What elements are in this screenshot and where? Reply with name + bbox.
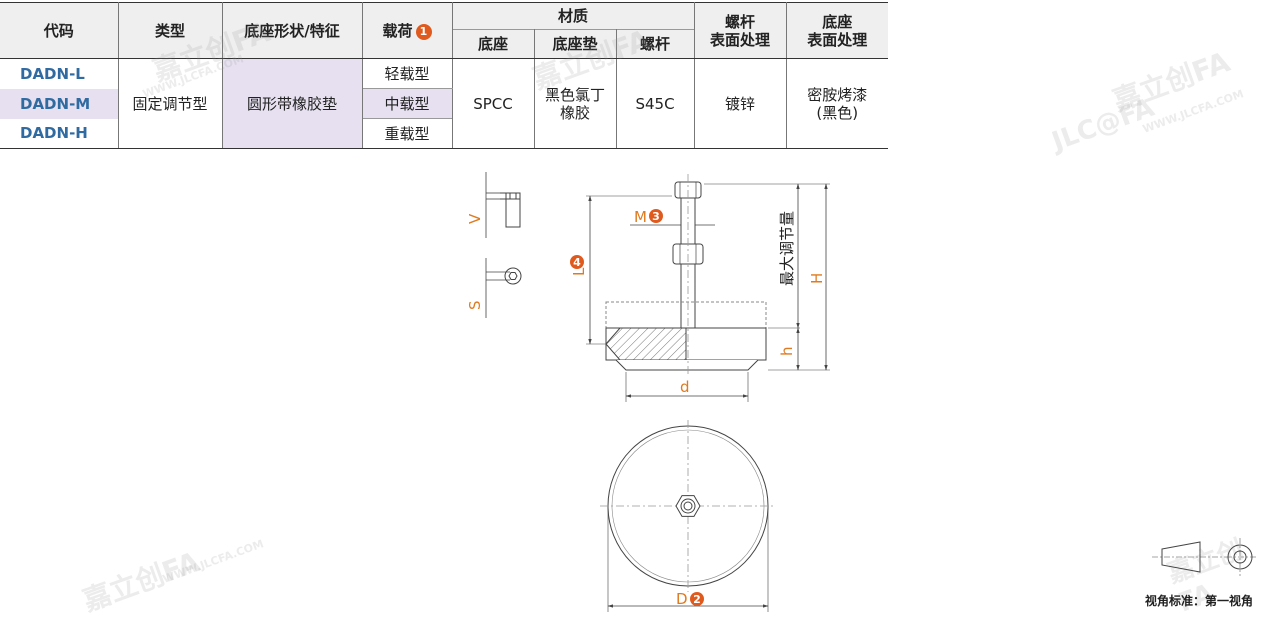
note-badge-3: 3 xyxy=(652,210,660,223)
label-m: M xyxy=(634,208,647,226)
header-bolt-surface-l1: 螺杆 xyxy=(725,12,756,31)
label-h-total: H xyxy=(808,273,826,284)
base-surface-cell: 密胺烤漆(黑色) xyxy=(785,58,889,149)
plan-view: D 2 xyxy=(600,420,776,612)
table-header-row-2: 底座 底座垫 螺杆 xyxy=(0,29,888,59)
table-row: DADN-L 固定调节型 圆形带橡胶垫 轻载型 SPCC 黑色氯丁橡胶 S45C… xyxy=(0,58,889,149)
material-pad-cell: 黑色氯丁橡胶 xyxy=(533,58,617,149)
load-cell: 中载型 xyxy=(361,88,452,119)
header-load-label: 载荷 xyxy=(382,21,413,40)
label-s: S xyxy=(466,300,484,310)
side-view: M 3 L 4 d 最大调节量 h H xyxy=(570,174,830,402)
material-pad-l1: 黑色氯丁 xyxy=(544,85,605,104)
type-cell: 固定调节型 xyxy=(117,58,223,149)
bolt-surface-cell: 镀锌 xyxy=(693,58,787,149)
table-row: DADN-M 中载型 xyxy=(0,88,888,119)
label-d-large: D xyxy=(676,590,688,608)
load-cell: 重载型 xyxy=(361,118,452,149)
label-max-adjust: 最大调节量 xyxy=(778,211,796,286)
note-badge-2: 2 xyxy=(693,593,701,606)
header-bolt-surface: 螺杆表面处理 xyxy=(693,2,787,59)
code-cell: DADN-M xyxy=(0,88,119,119)
table-row: DADN-H 重载型 xyxy=(0,118,888,149)
detail-v: V xyxy=(466,172,521,238)
header-base-shape: 底座形状/特征 xyxy=(221,2,363,59)
label-l: L xyxy=(570,267,588,276)
header-base-surface-l2: 表面处理 xyxy=(807,30,868,49)
material-bolt-cell: S45C xyxy=(615,58,695,149)
label-v: V xyxy=(466,213,484,224)
projection-symbol-icon xyxy=(1152,538,1256,576)
label-h-small: h xyxy=(778,346,796,356)
material-base-cell: SPCC xyxy=(451,58,535,149)
header-bolt-surface-l2: 表面处理 xyxy=(710,30,771,49)
header-base-surface: 底座表面处理 xyxy=(785,2,889,59)
header-material-pad: 底座垫 xyxy=(533,29,617,59)
header-material-base: 底座 xyxy=(452,29,535,59)
note-badge-4: 4 xyxy=(573,256,581,269)
base-shape-cell: 圆形带橡胶垫 xyxy=(221,58,363,149)
load-cell: 轻载型 xyxy=(361,58,453,89)
header-code: 代码 xyxy=(0,2,119,59)
code-cell: DADN-H xyxy=(0,118,119,149)
base-surface-l1: 密胺烤漆 xyxy=(807,85,868,104)
material-pad-l2: 橡胶 xyxy=(559,103,590,122)
header-material: 材质 xyxy=(451,2,695,30)
view-standard-label: 视角标准：第一视角 xyxy=(1145,594,1254,608)
note-badge-1: 1 xyxy=(415,23,432,40)
base-surface-l2: (黑色) xyxy=(816,103,859,122)
header-base-surface-l1: 底座 xyxy=(822,12,853,31)
header-material-bolt: 螺杆 xyxy=(615,29,695,59)
header-type: 类型 xyxy=(117,2,223,59)
label-d-small: d xyxy=(680,378,690,396)
code-cell: DADN-L xyxy=(0,58,119,89)
detail-s: S xyxy=(466,258,522,318)
